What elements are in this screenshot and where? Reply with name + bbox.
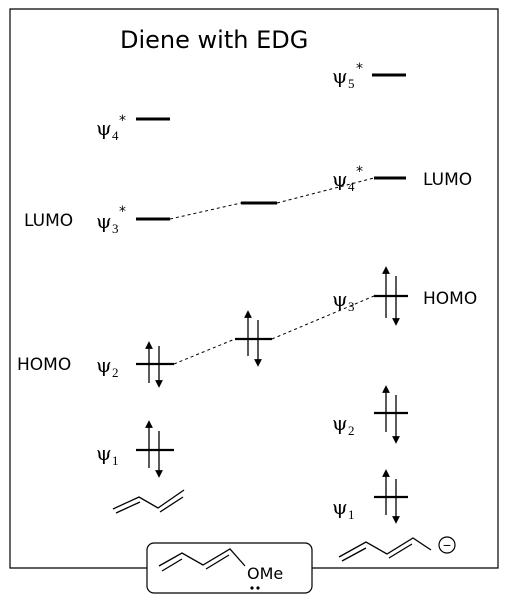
- svg-text:1: 1: [348, 507, 355, 522]
- svg-text:*: *: [356, 61, 363, 77]
- svg-text:−: −: [443, 537, 451, 553]
- svg-text:2: 2: [112, 365, 119, 380]
- diagram-frame: [9, 8, 499, 569]
- right-psi2-level: [374, 385, 408, 444]
- middle-homo-level: [235, 310, 272, 367]
- left-psi2-level: [136, 341, 174, 388]
- right-psi3-level: [374, 266, 408, 326]
- svg-text:ψ: ψ: [332, 167, 348, 191]
- svg-text:ψ: ψ: [332, 411, 348, 435]
- right-homo-label: HOMO: [423, 289, 477, 309]
- right-psi2-label: ψ 2: [332, 411, 355, 438]
- right-psi5-label: ψ 5 *: [332, 61, 363, 91]
- methoxy-diene-structure: [158, 548, 246, 572]
- svg-text:ψ: ψ: [332, 64, 348, 88]
- svg-text:*: *: [119, 113, 126, 129]
- svg-text:ψ: ψ: [96, 209, 112, 233]
- svg-text:*: *: [119, 204, 126, 220]
- right-psi1-label: ψ 1: [332, 495, 355, 522]
- negative-charge-icon: −: [438, 536, 456, 554]
- right-psi1-level: [374, 469, 408, 524]
- left-lumo-label: LUMO: [24, 211, 73, 231]
- left-psi2-label: ψ 2: [96, 353, 119, 380]
- svg-text:1: 1: [112, 453, 119, 468]
- left-psi3-label: ψ 3 *: [96, 204, 126, 236]
- right-lumo-label: LUMO: [423, 170, 472, 190]
- left-psi1-label: ψ 1: [96, 441, 119, 468]
- left-homo-label: HOMO: [17, 355, 71, 375]
- diagram-title: Diene with EDG: [120, 26, 308, 54]
- svg-text:ψ: ψ: [332, 287, 348, 311]
- svg-text:ψ: ψ: [96, 353, 112, 377]
- substituted-diene-box: [146, 542, 313, 594]
- left-psi4-label: ψ 4 *: [96, 113, 126, 143]
- substituent-label: OMe: [247, 564, 283, 583]
- svg-text:*: *: [356, 164, 363, 180]
- svg-text:ψ: ψ: [96, 116, 112, 140]
- left-psi1-level: [136, 420, 174, 478]
- svg-text:3: 3: [348, 299, 355, 314]
- right-psi4-label: ψ 4 *: [332, 164, 363, 194]
- svg-text:4: 4: [112, 128, 119, 143]
- svg-text:5: 5: [348, 76, 355, 91]
- svg-text:2: 2: [348, 423, 355, 438]
- pentadienyl-anion-structure: [338, 537, 432, 562]
- svg-text:4: 4: [348, 179, 355, 194]
- svg-text:ψ: ψ: [96, 441, 112, 465]
- svg-text:3: 3: [112, 221, 119, 236]
- right-psi3-label: ψ 3: [332, 287, 355, 314]
- svg-text:ψ: ψ: [332, 495, 348, 519]
- butadiene-structure: [112, 489, 185, 514]
- correlation-lines: [169, 177, 375, 365]
- lone-pair-dots: [250, 586, 260, 590]
